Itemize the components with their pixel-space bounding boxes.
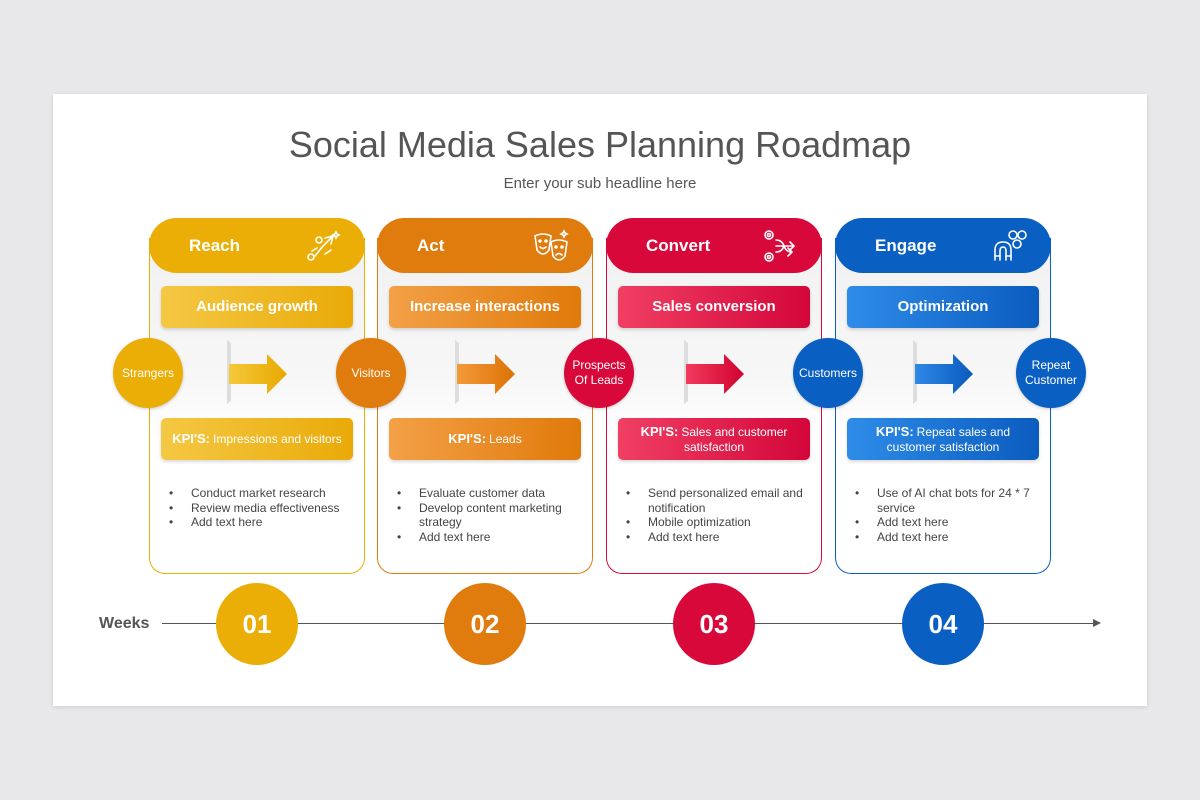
- list-item: Conduct market research: [169, 486, 359, 501]
- stage-prospects: Prospects Of Leads: [564, 338, 634, 408]
- list-item: Review media effectiveness: [169, 501, 359, 516]
- kpi-label: KPI'S:: [640, 423, 679, 439]
- phase-kpi: KPI'S:Impressions and visitors: [161, 418, 353, 460]
- week-marker: 03: [673, 583, 755, 665]
- phase-subheading: Increase interactions: [389, 286, 581, 328]
- list-item: Use of AI chat bots for 24 * 7 service: [855, 486, 1045, 515]
- phase-subheading: Optimization: [847, 286, 1039, 328]
- page-subtitle: Enter your sub headline here: [503, 175, 697, 192]
- phase-column-engage: Engage Optimization KPI'S:Repeat sales a…: [835, 218, 1051, 574]
- week-marker: 01: [216, 583, 298, 665]
- list-item: Add text here: [397, 530, 587, 545]
- weeks-label: Weeks: [99, 615, 150, 632]
- right-arrow-icon: [684, 340, 744, 404]
- list-item: Evaluate customer data: [397, 486, 587, 501]
- phase-header: Act: [377, 218, 593, 273]
- phase-subheading: Audience growth: [161, 286, 353, 328]
- list-item: Add text here: [169, 515, 359, 530]
- timeline-arrowhead: [1093, 619, 1101, 627]
- stage-strangers: Strangers: [113, 338, 183, 408]
- phase-kpi: KPI'S:Repeat sales and customer satisfac…: [847, 418, 1039, 460]
- list-item: Add text here: [855, 530, 1045, 545]
- list-item: Develop content marketing strategy: [397, 501, 587, 530]
- kpi-text: Repeat sales and customer satisfaction: [886, 424, 1011, 454]
- list-item: Add text here: [855, 515, 1045, 530]
- phase-header-label: Convert: [646, 236, 711, 255]
- right-arrow-icon: [227, 340, 287, 404]
- kpi-text: Impressions and visitors: [213, 432, 342, 446]
- customer-magnet-icon: [994, 230, 1027, 261]
- phase-bullet-list: Use of AI chat bots for 24 * 7 service A…: [855, 486, 1045, 544]
- phase-bullet-list: Send personalized email and notification…: [626, 486, 816, 544]
- right-arrow-icon: [913, 340, 973, 404]
- week-marker: 02: [444, 583, 526, 665]
- stage-visitors: Visitors: [336, 338, 406, 408]
- phase-header-label: Engage: [875, 236, 937, 255]
- theater-masks-icon: [534, 229, 569, 261]
- phase-header-label: Reach: [189, 236, 241, 255]
- phase-column-act: Act Increase interactions KPI'S:Leads Ev…: [377, 218, 593, 574]
- page-title: Social Media Sales Planning Roadmap: [288, 124, 912, 165]
- phase-subheading: Sales conversion: [618, 286, 810, 328]
- week-marker: 04: [902, 583, 984, 665]
- phase-bullet-list: Conduct market research Review media eff…: [169, 486, 359, 530]
- list-item: Mobile optimization: [626, 515, 816, 530]
- phase-column-convert: Convert Sales conversion KPI'S:Sales and…: [606, 218, 822, 574]
- stage-customers: Customers: [793, 338, 863, 408]
- phase-kpi: KPI'S:Leads: [389, 418, 581, 460]
- list-item: Send personalized email and notification: [626, 486, 816, 515]
- phase-column-reach: Reach Audience growth KPI'S:Impressions …: [149, 218, 365, 574]
- timeline-line: [162, 623, 1094, 624]
- list-item: Add text here: [626, 530, 816, 545]
- phase-header-label: Act: [417, 236, 445, 255]
- kpi-text: Sales and customer satisfaction: [681, 424, 788, 454]
- phase-kpi: KPI'S:Sales and customer satisfaction: [618, 418, 810, 460]
- right-arrow-icon: [455, 340, 515, 404]
- kpi-label: KPI'S:: [448, 431, 487, 446]
- kpi-label: KPI'S:: [172, 431, 211, 446]
- phase-bullet-list: Evaluate customer data Develop content m…: [397, 486, 587, 544]
- phase-header: Engage: [835, 218, 1051, 273]
- rocket-icon: [307, 230, 341, 261]
- stage-repeat-customer: Repeat Customer: [1016, 338, 1086, 408]
- phase-header: Reach: [149, 218, 365, 273]
- phase-header: Convert: [606, 218, 822, 273]
- conversion-gears-icon: [764, 230, 796, 262]
- kpi-label: KPI'S:: [875, 423, 914, 439]
- kpi-text: Leads: [489, 432, 522, 446]
